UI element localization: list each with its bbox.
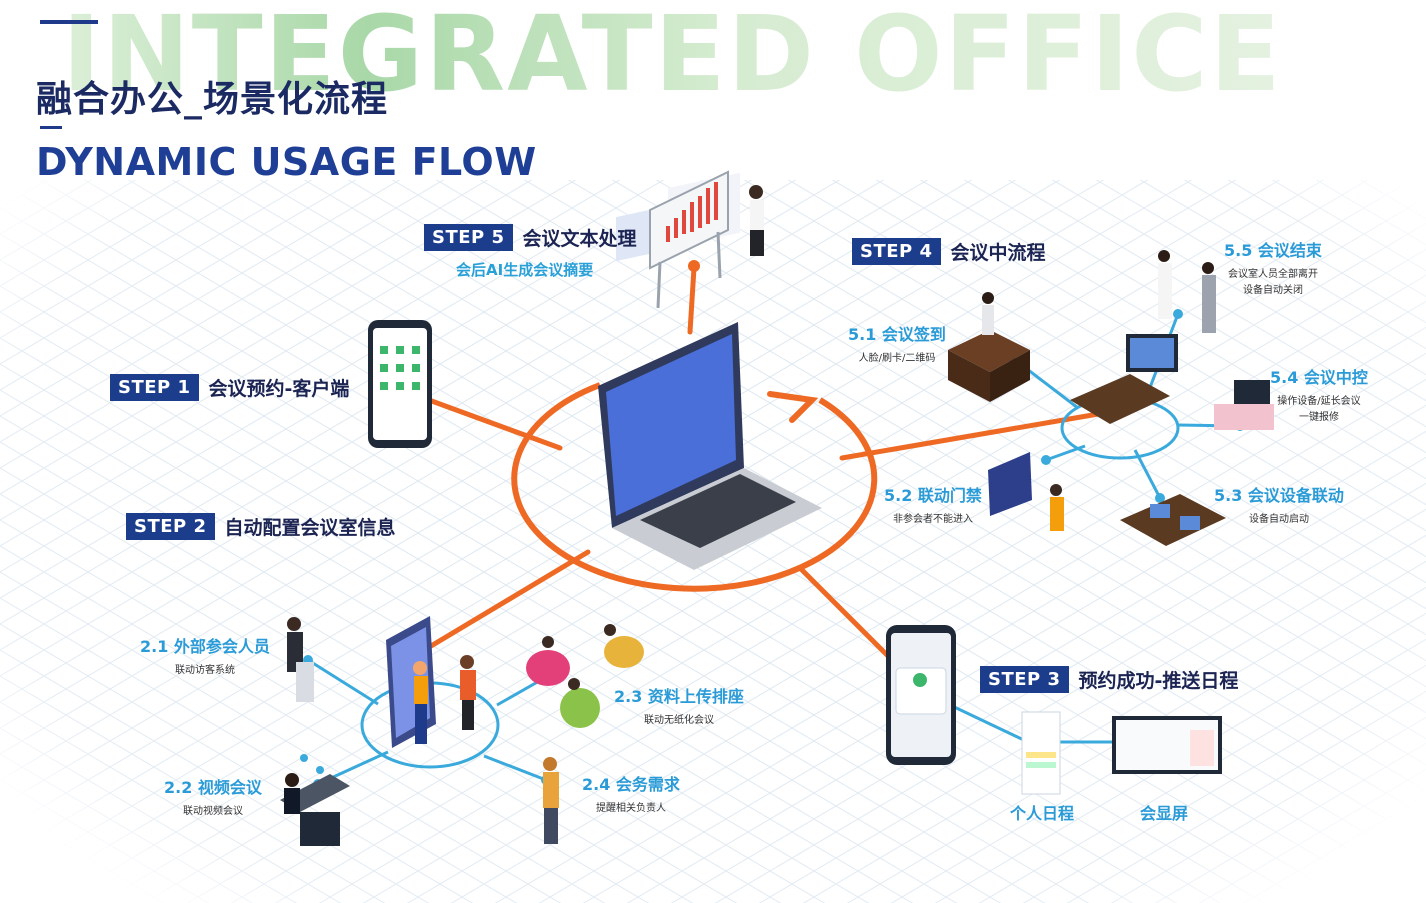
item-title: 5.5 会议结束 xyxy=(1224,241,1322,260)
item-5-3: 5.3 会议设备联动 设备自动启动 xyxy=(1214,482,1344,525)
item-desc: 设备自动启动 xyxy=(1248,514,1309,525)
step-4: STEP 4 会议中流程 xyxy=(852,238,1046,265)
step-badge: STEP 3 xyxy=(980,666,1069,693)
background-watermark-title: INTEGRATED OFFICE xyxy=(62,0,1283,115)
step-badge: STEP 2 xyxy=(126,513,215,540)
step-label: 会议文本处理 xyxy=(522,228,637,250)
presentation-board-illustration xyxy=(649,170,764,309)
subtitle-accent-bar xyxy=(40,126,62,129)
step-label: 自动配置会议室信息 xyxy=(224,517,396,539)
item-desc: 联动访客系统 xyxy=(174,665,235,676)
item-title: 2.3 资料上传排座 xyxy=(614,687,744,706)
item-desc: 联动视频会议 xyxy=(182,806,243,817)
step-5-subtitle: 会后AI生成会议摘要 xyxy=(456,261,594,279)
service-person-illustration xyxy=(543,757,559,844)
item-desc: 会议室人员全部离开 xyxy=(1227,269,1318,280)
step-5: STEP 5 会议文本处理 xyxy=(424,224,637,251)
step-3: STEP 3 预约成功-推送日程 xyxy=(980,666,1238,693)
central-cycle-ring xyxy=(511,382,878,592)
item-5-2: 5.2 联动门禁 非参会者不能进入 xyxy=(884,482,982,525)
meeting-room-illustration xyxy=(948,250,1274,546)
item-desc: 提醒相关负责人 xyxy=(595,803,666,814)
item-5-4: 5.4 会议中控 操作设备/延长会议 一键报修 xyxy=(1270,364,1368,423)
item-desc-2: 设备自动关闭 xyxy=(1242,285,1303,296)
step-1: STEP 1 会议预约-客户端 xyxy=(110,374,349,401)
display-screen-label: 会显屏 xyxy=(1140,804,1189,823)
item-desc: 非参会者不能进入 xyxy=(892,514,973,525)
item-desc: 操作设备/延长会议 xyxy=(1277,396,1361,407)
item-title: 2.4 会务需求 xyxy=(582,775,680,794)
kiosk-illustration xyxy=(386,616,476,748)
item-5-5: 5.5 会议结束 会议室人员全部离开 设备自动关闭 xyxy=(1224,237,1322,296)
schedule-screen-illustration xyxy=(1021,711,1222,795)
step-badge: STEP 4 xyxy=(852,238,941,265)
item-2-3: 2.3 资料上传排座 联动无纸化会议 xyxy=(614,683,744,726)
step-label: 会议中流程 xyxy=(950,242,1046,264)
step-label: 会议预约-客户端 xyxy=(208,378,350,400)
title-accent-bar xyxy=(40,20,98,24)
item-title: 5.3 会议设备联动 xyxy=(1214,486,1344,505)
step-label: 预约成功-推送日程 xyxy=(1078,670,1239,692)
page-title-en: DYNAMIC USAGE FLOW xyxy=(36,140,537,184)
page-title-cn: 融合办公_场景化流程 xyxy=(36,79,389,120)
item-desc: 人脸/刷卡/二维码 xyxy=(858,353,936,364)
reception-illustration xyxy=(287,617,314,702)
item-desc: 联动无纸化会议 xyxy=(643,715,714,726)
lounge-illustration xyxy=(526,624,644,728)
item-title: 2.1 外部参会人员 xyxy=(140,637,270,656)
video-desk-illustration xyxy=(280,754,350,846)
step-2: STEP 2 自动配置会议室信息 xyxy=(126,513,396,540)
item-5-1: 5.1 会议签到 人脸/刷卡/二维码 xyxy=(848,321,946,364)
personal-schedule-label: 个人日程 xyxy=(1010,804,1075,823)
phone-booking-illustration xyxy=(368,320,432,448)
item-title: 5.2 联动门禁 xyxy=(884,486,982,505)
item-2-1: 2.1 外部参会人员 联动访客系统 xyxy=(140,633,270,676)
item-title: 5.4 会议中控 xyxy=(1270,368,1368,387)
phone-success-illustration xyxy=(886,625,956,765)
item-title: 2.2 视频会议 xyxy=(164,778,262,797)
item-2-4: 2.4 会务需求 提醒相关负责人 xyxy=(582,771,680,814)
item-2-2: 2.2 视频会议 联动视频会议 xyxy=(164,774,262,817)
step-badge: STEP 1 xyxy=(110,374,199,401)
item-desc-2: 一键报修 xyxy=(1298,412,1339,423)
step-badge: STEP 5 xyxy=(424,224,513,251)
item-title: 5.1 会议签到 xyxy=(848,325,946,344)
